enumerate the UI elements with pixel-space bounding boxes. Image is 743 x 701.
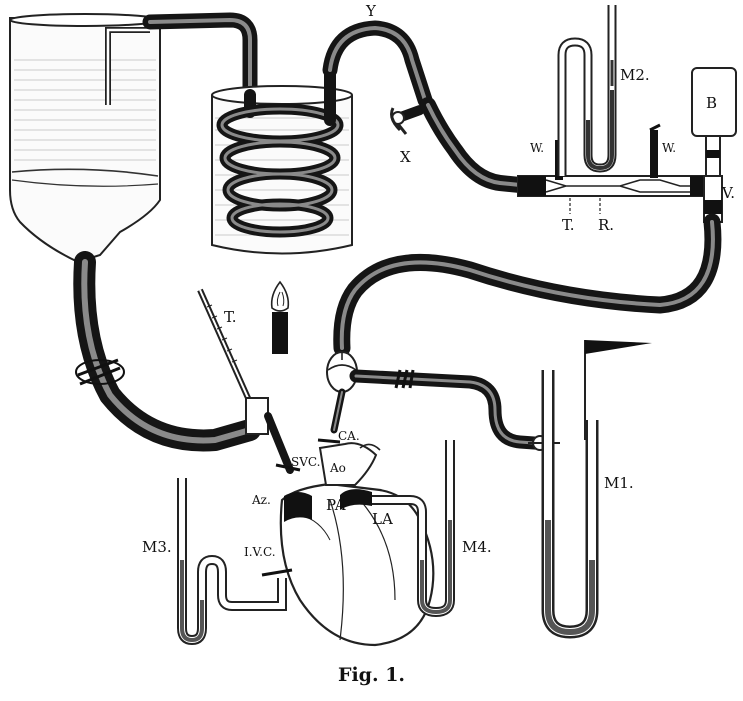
label-T-upper: T. bbox=[562, 216, 575, 234]
label-M1: M1. bbox=[604, 474, 634, 492]
label-PA: PA bbox=[326, 496, 346, 514]
aorta-bulb bbox=[326, 351, 358, 434]
label-Az: Az. bbox=[251, 493, 271, 507]
label-T-thermometer: T. bbox=[224, 308, 237, 326]
manometer-m2 bbox=[557, 5, 617, 176]
heart-perfusion-diagram: Y X T. R. W. W. M2. bbox=[9, 2, 737, 647]
tube-to-m1 bbox=[349, 369, 560, 451]
label-X: X bbox=[400, 148, 411, 166]
label-V: V. bbox=[721, 184, 735, 202]
label-IVC: I.V.C. bbox=[244, 545, 276, 559]
resistance-section bbox=[517, 175, 719, 214]
reservoir-vessel bbox=[9, 13, 161, 264]
stopcock-x bbox=[390, 105, 425, 135]
label-W-right: W. bbox=[662, 141, 676, 155]
heart bbox=[261, 438, 435, 647]
figure-caption: Fig. 1. bbox=[337, 664, 406, 686]
label-LA: LA bbox=[372, 510, 393, 528]
label-Y: Y bbox=[365, 2, 377, 20]
tube-reservoir-to-coil bbox=[142, 12, 258, 103]
label-M4: M4. bbox=[462, 538, 492, 556]
label-R: R. bbox=[598, 216, 614, 234]
tube-reservoir-to-heart bbox=[73, 251, 261, 452]
tube-x-to-resistance bbox=[420, 97, 528, 193]
bunsen-burner bbox=[270, 280, 290, 354]
label-SVC: SVC. bbox=[291, 455, 320, 469]
heating-coil bbox=[216, 64, 344, 238]
label-Ao: Ao bbox=[329, 461, 346, 475]
tube-coil-to-x bbox=[322, 20, 433, 108]
bottle-b bbox=[691, 67, 737, 177]
label-M2: M2. bbox=[620, 66, 650, 84]
label-W-left: W. bbox=[530, 141, 544, 155]
label-CA: CA. bbox=[338, 429, 360, 443]
label-M3: M3. bbox=[142, 538, 172, 556]
label-B: B bbox=[706, 94, 717, 112]
manometer-m4 bbox=[372, 440, 455, 618]
thermometer bbox=[197, 288, 294, 474]
manometer-m1 bbox=[541, 340, 652, 639]
tube-v-to-aorta bbox=[333, 213, 722, 357]
manometer-m3 bbox=[177, 478, 287, 646]
